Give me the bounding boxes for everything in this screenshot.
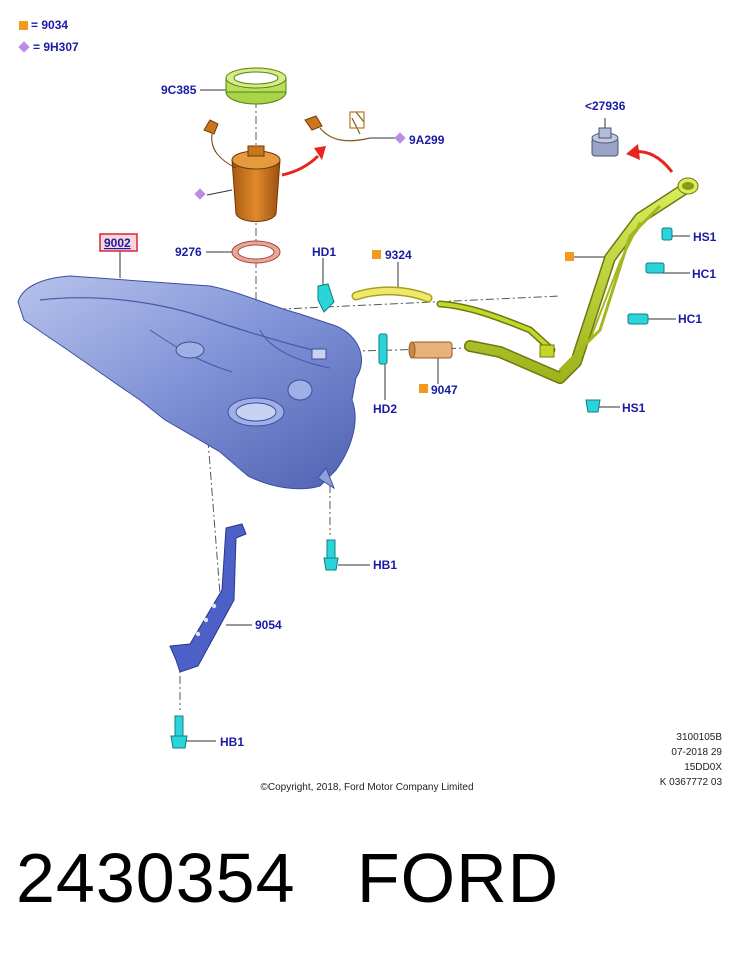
label-hose-lower: 9047	[431, 383, 458, 397]
hs1-bottom-clip	[585, 399, 601, 413]
hc1-mid-clip	[627, 313, 649, 325]
orange-square-icon	[565, 252, 574, 261]
label-sender: 9A299	[409, 133, 445, 147]
clips	[170, 227, 673, 749]
upper-hose	[351, 286, 433, 303]
legend-diamond: = 9H307	[18, 40, 79, 54]
hd1-clamp	[317, 283, 335, 313]
hd2-clamp	[378, 333, 388, 365]
mounting-strap	[169, 523, 247, 673]
hc1-top-clip	[645, 262, 665, 274]
red-arrows	[281, 144, 674, 177]
diagram-markers	[194, 132, 574, 393]
orange-square-icon	[372, 250, 381, 259]
label-hb1-tank: HB1	[373, 558, 397, 572]
lock-ring	[225, 67, 287, 105]
hb1-strap-bolt-head	[170, 735, 188, 749]
hb1-strap-bolt-shank	[174, 715, 184, 737]
label-hc1-top: HC1	[692, 267, 716, 281]
legend-square: = 9034	[19, 18, 68, 32]
label-hd1: HD1	[312, 245, 336, 259]
filler-pipe	[436, 177, 699, 384]
label-ring: 9C385	[161, 83, 197, 97]
orange-square-icon	[419, 384, 428, 393]
drawing-metadata: 3100105B 07-2018 29 15DD0X K 0367772 03	[659, 732, 722, 788]
orange-square-icon	[19, 21, 28, 30]
label-cap: <27936	[585, 99, 626, 113]
hb1-tank-bolt-shank	[326, 539, 336, 559]
fuel-pump-module	[203, 111, 371, 222]
label-tank: 9002	[104, 236, 131, 250]
label-hs1-bottom: HS1	[622, 401, 646, 415]
part-caption: 2430354 FORD	[16, 839, 560, 917]
label-hd2: HD2	[373, 402, 397, 416]
label-hose-upper: 9324	[385, 248, 412, 262]
purple-diamond-icon	[194, 188, 206, 200]
label-hs1-top: HS1	[693, 230, 717, 244]
hs1-top-clip	[661, 227, 673, 241]
copyright-notice: ©Copyright, 2018, Ford Motor Company Lim…	[260, 782, 474, 793]
fuel-system-diagram: 9C385 9A299 <27936 9002 9276 HD1 9324 HS…	[17, 67, 717, 749]
purple-diamond-icon	[394, 132, 406, 144]
hb1-tank-bolt-head	[323, 557, 339, 571]
tank-label-box	[99, 233, 138, 252]
label-hc1-mid: HC1	[678, 312, 702, 326]
seal-ring	[231, 240, 281, 264]
label-seal: 9276	[175, 245, 202, 259]
fuel-cap	[591, 127, 619, 157]
label-strap: 9054	[255, 618, 282, 632]
lower-hose	[408, 341, 453, 359]
label-hb1-strap: HB1	[220, 735, 244, 749]
fuel-tank	[17, 275, 362, 490]
